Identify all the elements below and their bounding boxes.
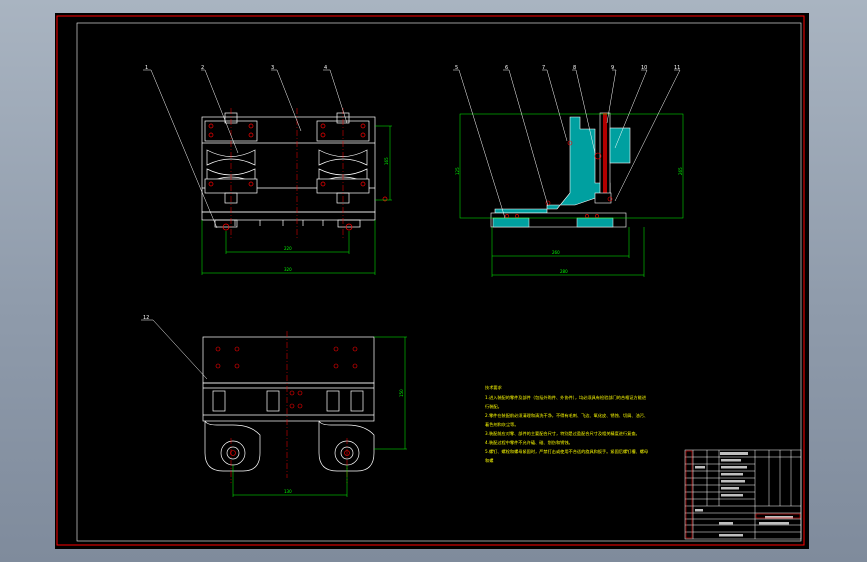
notes-line-4: 着色剂和灰尘等。: [485, 421, 519, 428]
callout-4: 4: [324, 65, 327, 71]
cad-viewport[interactable]: 220 320 165 1 2 3 4: [55, 13, 809, 549]
title-block: [684, 449, 802, 540]
technical-notes: 技术要求 1.进入装配的零件及部件（包括外购件、外协件），均必须具有检验部门的合…: [485, 384, 648, 464]
notes-line-2: 行装配。: [485, 403, 502, 410]
title-block-fills: [695, 452, 793, 537]
dim-front-overall-width: 320: [284, 267, 292, 272]
callout-9: 9: [611, 65, 614, 71]
sheet-inner-border: [76, 22, 802, 542]
callout-3: 3: [271, 65, 274, 71]
side-leaders: [453, 69, 681, 219]
dim-side-overall-width: 280: [560, 269, 568, 274]
top-view-dimensions: [232, 336, 407, 497]
dim-side-inner-width: 260: [552, 250, 560, 255]
callout-11: 11: [674, 65, 680, 71]
callout-6: 6: [505, 65, 508, 71]
notes-line-6: 4.装配过程中零件不允许磕、碰、划伤和锈蚀。: [485, 439, 573, 446]
notes-line-3: 2.零件在装配前必须清理和清洗干净，不得有毛刺、飞边、氧化皮、锈蚀、切屑、油污、: [485, 412, 648, 419]
callout-12: 12: [143, 315, 149, 321]
dim-top-wheel-span: 130: [284, 489, 292, 494]
top-right-wheel: [318, 420, 375, 472]
side-section-bracket: [494, 116, 611, 214]
front-leaders: [143, 69, 348, 229]
top-view: [202, 336, 375, 472]
front-left-roller: [204, 112, 258, 204]
side-view-dimensions: [459, 113, 684, 277]
top-left-wheel: [204, 420, 261, 472]
dim-front-inner-width: 220: [284, 246, 292, 251]
dim-side-height-right: 265: [678, 167, 683, 175]
top-body: [202, 336, 375, 384]
notes-title: 技术要求: [485, 384, 503, 391]
front-view: [201, 112, 376, 228]
sheet-outer-border: [56, 15, 805, 546]
dim-front-height: 165: [384, 157, 389, 165]
callout-5: 5: [455, 65, 458, 71]
callout-2: 2: [201, 65, 204, 71]
callout-1: 1: [145, 65, 148, 71]
side-view-holes: [505, 140, 613, 218]
dim-side-height-left: 125: [455, 167, 460, 175]
callout-7: 7: [542, 65, 545, 71]
front-base-plate: [201, 211, 376, 221]
notes-line-7: 5.螺钉、螺栓和螺母紧固时，严禁打击或使用不合适的旋具和扳手。紧固后螺钉槽、螺母: [485, 448, 648, 455]
dim-top-depth: 150: [399, 389, 404, 397]
notes-line-5: 3.装配前应对零、部件的主要配合尺寸，特别是过盈配合尺寸及相关精度进行复查。: [485, 430, 640, 437]
top-view-holes: [215, 346, 358, 456]
notes-line-1: 1.进入装配的零件及部件（包括外购件、外协件），均必须具有检验部门的合格证方能进: [485, 394, 647, 401]
callout-8: 8: [573, 65, 576, 71]
top-view-centerlines: [230, 331, 348, 483]
title-block-red: [685, 450, 801, 539]
top-leaders: [141, 319, 208, 380]
front-view-dimensions: [201, 125, 392, 275]
assembly-drawing: 220 320 165 1 2 3 4: [56, 15, 805, 546]
front-view-holes: [208, 123, 388, 231]
side-view: [490, 112, 631, 228]
callout-10: 10: [641, 65, 647, 71]
notes-line-8: 和螺: [485, 457, 493, 464]
